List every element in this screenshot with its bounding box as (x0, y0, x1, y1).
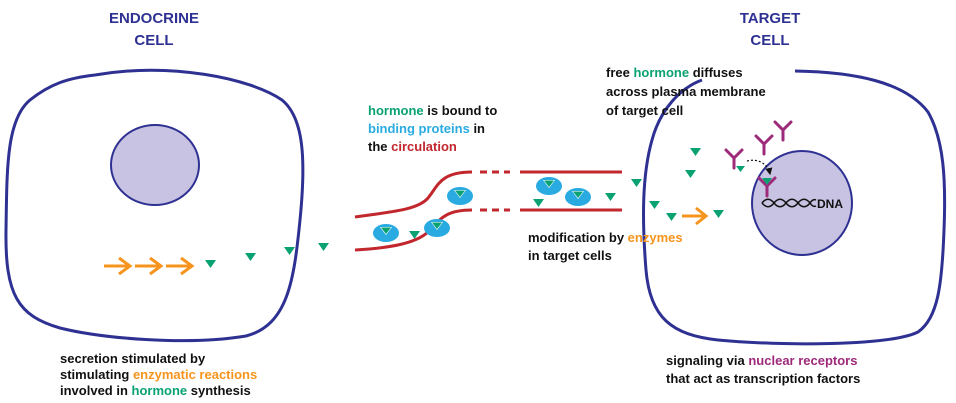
enzyme-arrow-icon (166, 256, 195, 276)
hormone-icon (713, 210, 724, 218)
modification-note: modification by enzymes in target cells (528, 230, 683, 263)
dna-helix-icon (761, 198, 817, 208)
enzymes-term: enzymes (628, 230, 683, 245)
hormone-term: hormone (633, 65, 689, 80)
hormone-term: hormone (368, 103, 424, 118)
secretion-note-text: stimulating (60, 367, 133, 382)
hormone-icon (649, 201, 660, 209)
enzymatic-reactions-term: enzymatic reactions (133, 367, 257, 382)
target-cell-nucleus (751, 150, 853, 256)
nuclear-receptor-icon (754, 134, 774, 156)
hormone-icon (533, 199, 544, 207)
nuclear-receptor-icon (724, 148, 744, 170)
nuclear-receptor-icon (773, 120, 793, 142)
modification-note-line2: in target cells (528, 248, 612, 263)
enzyme-arrow-icon (135, 256, 164, 276)
binding-note-text: in (470, 121, 485, 136)
hormone-icon (245, 253, 256, 261)
hormone-icon (666, 213, 677, 221)
binding-protein-icon (536, 177, 562, 195)
target-cell-title-line2: CELL (750, 32, 789, 49)
circulation-term: circulation (391, 139, 457, 154)
svg-text:secretion stimulated by: secretion stimulated by (60, 351, 206, 366)
binding-note: hormone is bound to binding proteins in … (368, 103, 497, 154)
hormone-icon (318, 243, 329, 251)
endocrine-cell-nucleus (110, 124, 200, 206)
diffusion-note-text: diffuses (689, 65, 742, 80)
svg-text:across plasma membrane: across plasma membrane (606, 84, 766, 99)
modification-note-text: modification by (528, 230, 628, 245)
hormone-icon (205, 260, 216, 268)
signaling-note-line2: that act as transcription factors (666, 371, 860, 386)
secretion-note-line1: secretion stimulated by (60, 351, 206, 366)
svg-text:signaling via nuclear receptor: signaling via nuclear receptors (666, 353, 857, 368)
binding-protein-icon (373, 224, 399, 242)
svg-text:free hormone diffuses: free hormone diffuses (606, 65, 743, 80)
hormone-icon (690, 148, 701, 156)
dna-label: DNA (817, 197, 843, 211)
signaling-note-text: signaling via (666, 353, 748, 368)
hormone-icon (685, 170, 696, 178)
binding-protein-icon (424, 219, 450, 237)
bound-nuclear-receptor-icon (757, 176, 777, 198)
hormone-icon (605, 193, 616, 201)
secretion-note: secretion stimulated by stimulating enzy… (60, 351, 257, 398)
svg-text:of target cell: of target cell (606, 103, 683, 118)
svg-text:stimulating enzymatic reaction: stimulating enzymatic reactions (60, 367, 257, 382)
diffusion-note: free hormone diffuses across plasma memb… (606, 65, 766, 118)
diffusion-note-line2: across plasma membrane (606, 84, 766, 99)
svg-text:binding proteins in: binding proteins in (368, 121, 485, 136)
hormone-icon (409, 231, 420, 239)
endocrine-cell-title-line1: ENDOCRINE (109, 10, 199, 27)
hormone-icon (284, 247, 295, 255)
enzyme-arrow-icon (682, 206, 709, 226)
endocrine-cell-title-line2: CELL (134, 32, 173, 49)
hormone-icon (631, 179, 642, 187)
signaling-note: signaling via nuclear receptors that act… (666, 353, 860, 386)
hormone-term: hormone (132, 383, 188, 398)
svg-text:in target cells: in target cells (528, 248, 612, 263)
binding-protein-icon (447, 187, 473, 205)
svg-text:the circulation: the circulation (368, 139, 457, 154)
secretion-note-text: synthesis (187, 383, 251, 398)
nuclear-receptors-term: nuclear receptors (748, 353, 857, 368)
hormone-icon (736, 166, 745, 172)
enzyme-arrow-icon (104, 256, 133, 276)
binding-proteins-term: binding proteins (368, 121, 470, 136)
svg-text:involved in hormone synthesis: involved in hormone synthesis (60, 383, 251, 398)
binding-note-text: the (368, 139, 391, 154)
diffusion-note-line3: of target cell (606, 103, 683, 118)
binding-protein-icon (565, 188, 591, 206)
target-cell-title-line1: TARGET (740, 10, 801, 27)
svg-text:that act as transcription fact: that act as transcription factors (666, 371, 860, 386)
secretion-note-text: involved in (60, 383, 132, 398)
svg-text:hormone is bound to: hormone is bound to (368, 103, 497, 118)
diffusion-note-text: free (606, 65, 633, 80)
svg-text:modification by enzymes: modification by enzymes (528, 230, 683, 245)
binding-note-text: is bound to (424, 103, 498, 118)
blood-vessel (354, 170, 622, 252)
